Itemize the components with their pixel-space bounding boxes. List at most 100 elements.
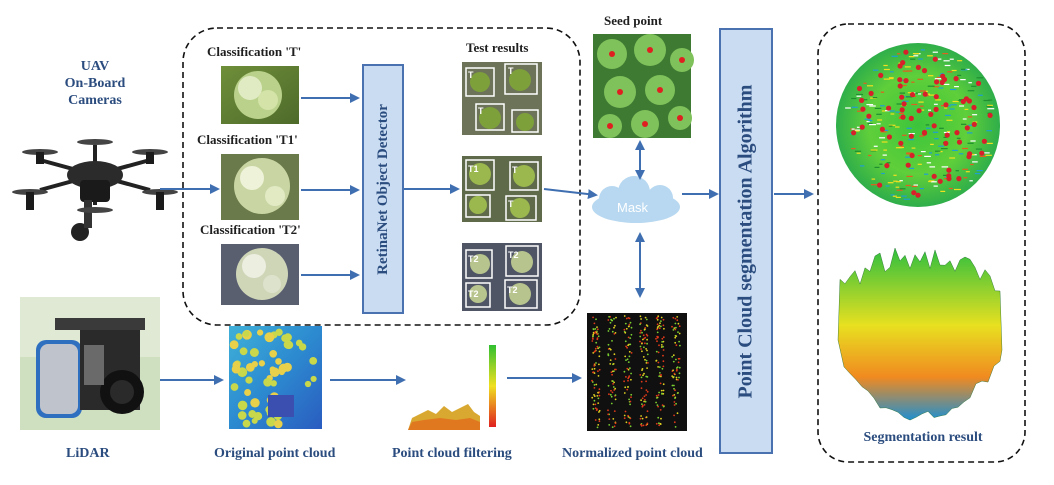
normalized-point xyxy=(593,365,596,367)
segment-stroke xyxy=(958,153,964,155)
retinanet-detector-label: RetinaNet Object Detector xyxy=(374,103,391,275)
normalized-point xyxy=(660,375,662,378)
detection-tag: T xyxy=(508,199,514,209)
normalized-point xyxy=(662,405,665,408)
segment-stroke xyxy=(976,170,983,172)
seed-dot xyxy=(860,106,866,112)
normalized-point xyxy=(623,380,625,383)
normalized-point xyxy=(673,394,676,396)
normalized-point xyxy=(642,334,645,337)
segment-stroke xyxy=(913,55,919,57)
segment-stroke xyxy=(880,91,885,93)
normalized-point xyxy=(613,326,615,329)
segment-stroke xyxy=(880,159,886,161)
segment-stroke xyxy=(920,151,926,153)
normalized-point xyxy=(595,341,598,344)
normalized-point xyxy=(614,398,617,401)
segmentation-algorithm-box: Point Cloud segmentation Algorithm xyxy=(719,28,773,454)
normalized-point xyxy=(627,368,630,371)
normalized-point xyxy=(625,359,627,361)
segment-stroke xyxy=(893,174,897,176)
segment-stroke xyxy=(888,77,894,79)
lidar-point xyxy=(274,419,283,429)
segment-stroke xyxy=(859,165,865,167)
test-result-t1 xyxy=(462,156,542,222)
segment-stroke xyxy=(929,152,933,154)
normalized-point xyxy=(661,341,663,343)
normalized-point xyxy=(643,400,645,403)
normalized-point xyxy=(613,353,616,356)
normalized-point xyxy=(627,344,629,347)
normalized-point xyxy=(597,335,600,338)
segment-stroke xyxy=(928,109,932,111)
detection-tag: T2 xyxy=(468,289,479,299)
segment-stroke xyxy=(888,125,893,127)
seed-dot xyxy=(868,90,874,96)
seed-dot xyxy=(859,124,865,130)
segment-stroke xyxy=(934,138,939,140)
segment-stroke xyxy=(936,76,940,79)
segment-stroke xyxy=(928,75,934,77)
normalized-point xyxy=(645,318,648,321)
segment-stroke xyxy=(945,114,951,116)
seed-dot xyxy=(898,140,904,146)
normalized-point xyxy=(640,425,643,427)
lidar-point xyxy=(281,334,289,343)
seed-point-label: Seed point xyxy=(604,13,663,28)
normalized-point xyxy=(630,378,632,381)
segment-stroke xyxy=(845,107,851,109)
segment-stroke xyxy=(954,188,961,191)
normalized-point xyxy=(662,345,664,348)
normalized-point xyxy=(655,394,658,397)
normalized-point xyxy=(659,422,662,425)
seed-dot xyxy=(921,68,928,74)
normalized-point xyxy=(675,326,677,329)
segment-stroke xyxy=(851,97,857,100)
normalized-point xyxy=(596,345,599,348)
segment-stroke xyxy=(928,94,936,96)
seed-dot xyxy=(981,138,988,144)
normalized-point xyxy=(597,402,600,404)
segment-stroke xyxy=(889,71,894,73)
normalized-point xyxy=(625,345,627,348)
seed-dot xyxy=(931,123,937,129)
segment-stroke xyxy=(883,78,890,80)
segment-stroke xyxy=(898,146,905,149)
segment-stroke xyxy=(873,145,878,147)
normalized-point xyxy=(660,325,662,328)
normalized-point xyxy=(613,381,615,384)
segment-stroke xyxy=(926,127,931,129)
normalized-point xyxy=(677,331,679,333)
normalized-point xyxy=(607,343,610,346)
lidar-point xyxy=(264,332,275,343)
normalized-point xyxy=(646,422,649,425)
segment-stroke xyxy=(856,95,862,97)
test-result-t2 xyxy=(462,243,542,311)
segment-stroke xyxy=(906,152,913,154)
normalized-point xyxy=(611,426,614,428)
normalized-point xyxy=(625,421,628,424)
normalized-point xyxy=(626,358,629,361)
segment-stroke xyxy=(889,78,894,80)
normalized-point xyxy=(658,375,661,378)
lidar-point xyxy=(232,361,241,370)
normalized-point xyxy=(675,402,677,405)
normalized-point xyxy=(645,375,648,378)
seed-dot xyxy=(941,76,948,83)
normalized-point xyxy=(674,328,677,331)
normalized-point xyxy=(623,414,626,417)
normalized-point xyxy=(627,361,630,363)
segment-stroke xyxy=(943,131,950,134)
normalized-point xyxy=(592,352,595,354)
segment-stroke xyxy=(883,68,890,71)
normalized-point xyxy=(640,399,642,402)
normalized-point xyxy=(657,361,660,364)
segment-stroke xyxy=(921,109,925,111)
normalized-point xyxy=(660,389,663,392)
seed-dot xyxy=(956,139,963,145)
segment-stroke xyxy=(957,60,963,62)
normalized-point xyxy=(656,331,659,334)
normalized-point xyxy=(629,337,632,339)
normalized-point xyxy=(645,389,648,391)
segment-stroke xyxy=(957,74,962,76)
